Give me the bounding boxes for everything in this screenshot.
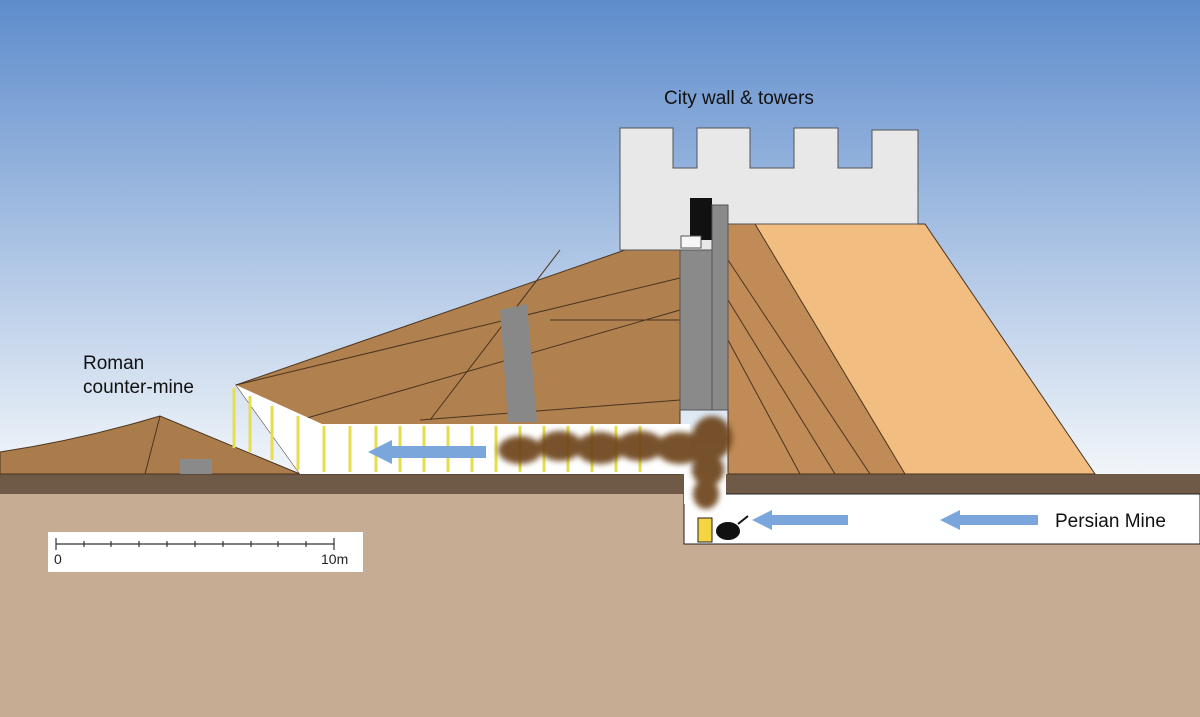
city-wall-label: City wall & towers bbox=[664, 88, 814, 109]
wall-sill bbox=[680, 235, 702, 249]
bellows bbox=[716, 522, 740, 540]
arrow-persian-2 bbox=[940, 510, 1038, 530]
rampart-lines bbox=[727, 259, 871, 475]
ramp-inner-wall bbox=[500, 304, 537, 422]
scale-start-label: 0 bbox=[54, 551, 62, 567]
arrow-roman bbox=[368, 440, 486, 464]
smoke-flow-arrows bbox=[368, 440, 1038, 530]
scale-bar-background bbox=[48, 532, 363, 572]
bellows-handle bbox=[737, 515, 749, 525]
ramp-layer-lines bbox=[235, 249, 681, 421]
left-mound-line bbox=[144, 415, 161, 475]
mine-fire bbox=[697, 517, 713, 543]
ground-surface bbox=[0, 474, 1200, 494]
smoke-cloud bbox=[498, 416, 732, 509]
scale-end-label: 10m bbox=[321, 551, 349, 567]
wall-core-lower bbox=[711, 204, 729, 411]
left-mound-block bbox=[180, 459, 212, 474]
arrow-persian-1 bbox=[752, 510, 848, 530]
roman-counter-mine-label: Roman counter-mine bbox=[83, 353, 194, 398]
persian-mine-label: Persian Mine bbox=[1055, 511, 1166, 532]
scale-bar bbox=[55, 538, 335, 550]
wall-doorway bbox=[690, 198, 712, 240]
